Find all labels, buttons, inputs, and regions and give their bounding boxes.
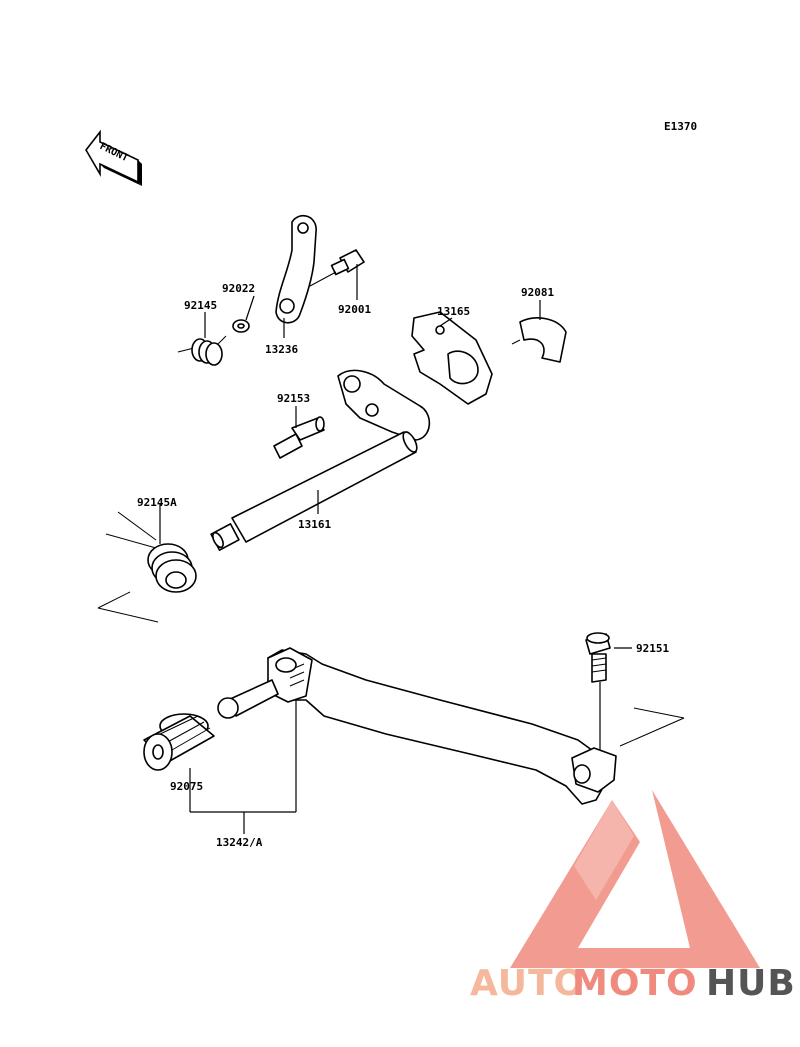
part-label-92153: 92153 [277, 392, 310, 405]
part-label-13236: 13236 [265, 343, 298, 356]
part-label-92075: 92075 [170, 780, 203, 793]
part-label-92151: 92151 [636, 642, 669, 655]
part-label-13165: 13165 [437, 305, 470, 318]
shift-pedal-13242A [217, 647, 685, 805]
watermark-text-moto: MOTO [572, 963, 698, 1004]
part-label-92145: 92145 [184, 299, 217, 312]
part-label-92081: 92081 [521, 286, 554, 299]
diagram-code: E1370 [664, 120, 697, 133]
lever-plate-13236 [275, 214, 317, 324]
part-label-92022: 92022 [222, 282, 255, 295]
spring-92145 [177, 335, 227, 366]
watermark-text-auto: AUTO [470, 963, 585, 1004]
front-arrow-icon: FRONT [85, 129, 142, 186]
bolt-92001 [309, 249, 365, 287]
shift-shaft-13161 [210, 369, 431, 551]
leader-lines [159, 264, 632, 834]
plate-13165 [411, 311, 493, 405]
watermark-text: AUTO MOTO HUB [470, 963, 796, 1004]
part-label-92145A: 92145A [137, 496, 177, 509]
spring-92145A [97, 511, 197, 623]
part-label-13161: 13161 [298, 518, 331, 531]
watermark-logo [510, 790, 760, 968]
part-label-13242A: 13242/A [216, 836, 263, 849]
part-label-92001: 92001 [338, 303, 371, 316]
stud-bolt-92153 [273, 416, 325, 459]
rubber-grip-92075 [143, 713, 215, 771]
clip-92081 [511, 317, 567, 363]
watermark-text-hub: HUB [706, 963, 796, 1004]
bolt-92151 [585, 632, 611, 683]
washer-92022 [232, 319, 250, 333]
